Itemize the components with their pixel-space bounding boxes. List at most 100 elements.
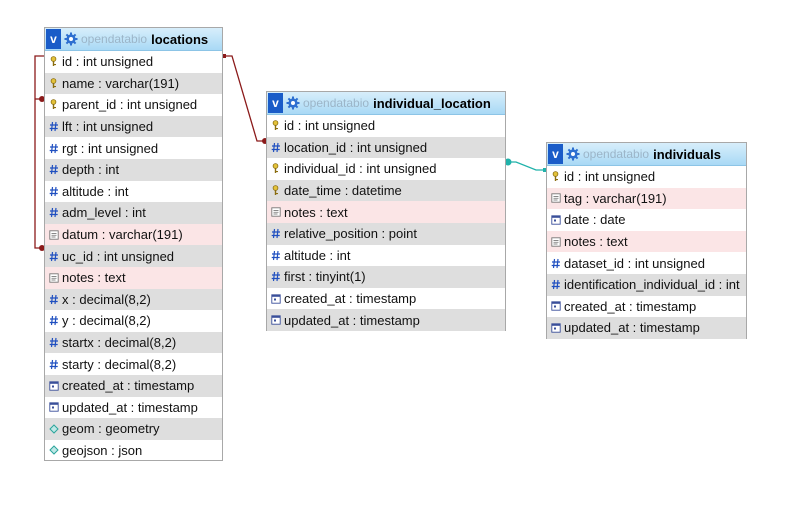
table-column-row[interactable]: tag : varchar(191) <box>547 187 746 210</box>
calendar-icon <box>45 402 62 412</box>
database-name: opendatabio <box>81 32 148 46</box>
database-name: opendatabio <box>583 147 650 161</box>
table-column-row[interactable]: id : int unsigned <box>45 51 222 73</box>
key-icon <box>45 99 62 110</box>
table-column-row[interactable]: identification_individual_id : int <box>547 273 746 296</box>
table-column-row[interactable]: date_time : datetime <box>267 179 505 202</box>
column-label: created_at : timestamp <box>62 378 195 394</box>
column-label: updated_at : timestamp <box>284 312 420 328</box>
table-column-row[interactable]: adm_level : int <box>45 202 222 224</box>
connector-location-id <box>222 55 267 142</box>
column-label: y : decimal(8,2) <box>62 313 151 329</box>
table-column-row[interactable]: datum : varchar(191) <box>45 223 222 246</box>
key-icon <box>267 120 284 131</box>
table-column-row[interactable]: notes : text <box>45 266 222 289</box>
table-column-row[interactable]: id : int unsigned <box>267 115 505 137</box>
collapse-toggle[interactable]: v <box>548 144 563 164</box>
table-column-row[interactable]: geom : geometry <box>45 418 222 440</box>
table-column-row[interactable]: first : tinyint(1) <box>267 266 505 288</box>
column-label: starty : decimal(8,2) <box>62 356 177 372</box>
geometry-icon <box>45 445 62 456</box>
numeric-icon <box>45 337 62 348</box>
column-label: individual_id : int unsigned <box>284 161 437 177</box>
column-label: notes : text <box>62 270 126 286</box>
table-column-row[interactable]: relative_position : point <box>267 222 505 245</box>
column-label: x : decimal(8,2) <box>62 291 151 307</box>
table-title[interactable]: locations <box>151 31 209 47</box>
table-column-row[interactable]: created_at : timestamp <box>267 288 505 310</box>
column-label: notes : text <box>284 204 348 220</box>
column-label: geom : geometry <box>62 421 160 437</box>
table-column-row[interactable]: individual_id : int unsigned <box>267 158 505 180</box>
table-column-row[interactable]: notes : text <box>547 230 746 253</box>
key-icon <box>45 78 62 89</box>
numeric-icon <box>45 359 62 370</box>
key-icon <box>547 171 564 182</box>
collapse-toggle[interactable]: v <box>268 93 283 113</box>
text-icon <box>547 193 564 204</box>
table-column-row[interactable]: geojson : json <box>45 440 222 462</box>
text-icon <box>45 273 62 283</box>
text-icon <box>45 229 62 240</box>
gear-icon <box>566 147 580 161</box>
table-column-row[interactable]: uc_id : int unsigned <box>45 245 222 267</box>
table-title[interactable]: individuals <box>653 146 721 162</box>
numeric-icon <box>45 294 62 305</box>
gear-icon <box>64 32 78 46</box>
gear-icon <box>286 96 300 110</box>
table-column-row[interactable]: altitude : int <box>267 245 505 267</box>
column-label: identification_individual_id : int <box>564 277 740 293</box>
numeric-icon <box>45 207 62 218</box>
column-label: depth : int <box>62 162 120 178</box>
table-column-row[interactable]: id : int unsigned <box>547 166 746 188</box>
table-column-row[interactable]: altitude : int <box>45 181 222 203</box>
table-column-row[interactable]: name : varchar(191) <box>45 72 222 95</box>
column-label: relative_position : point <box>284 226 417 242</box>
column-label: rgt : int unsigned <box>62 140 159 156</box>
table-column-row[interactable]: created_at : timestamp <box>547 296 746 318</box>
table-column-row[interactable]: y : decimal(8,2) <box>45 310 222 332</box>
numeric-icon <box>45 251 62 262</box>
numeric-icon <box>45 315 62 326</box>
table-column-row[interactable]: startx : decimal(8,2) <box>45 331 222 354</box>
key-icon <box>45 56 62 67</box>
column-label: dataset_id : int unsigned <box>564 255 705 271</box>
table-column-row[interactable]: updated_at : timestamp <box>267 309 505 331</box>
column-label: lft : int unsigned <box>62 119 154 135</box>
column-label: date : date <box>564 212 626 228</box>
column-label: location_id : int unsigned <box>284 139 428 155</box>
collapse-toggle[interactable]: v <box>46 29 61 49</box>
table-column-row[interactable]: updated_at : timestamp <box>547 317 746 339</box>
table-column-row[interactable]: date : date <box>547 209 746 231</box>
table-column-row[interactable]: x : decimal(8,2) <box>45 288 222 311</box>
table-title[interactable]: individual_location <box>373 95 491 111</box>
connector-individual-id <box>505 161 547 171</box>
column-label: altitude : int <box>284 247 351 263</box>
column-label: id : int unsigned <box>62 54 154 70</box>
table-column-row[interactable]: depth : int <box>45 158 222 181</box>
table-column-row[interactable]: location_id : int unsigned <box>267 136 505 159</box>
column-label: parent_id : int unsigned <box>62 97 198 113</box>
database-name: opendatabio <box>303 96 370 110</box>
numeric-icon <box>45 186 62 197</box>
column-label: uc_id : int unsigned <box>62 248 175 264</box>
table-column-row[interactable]: created_at : timestamp <box>45 374 222 397</box>
numeric-icon <box>45 164 62 175</box>
table-column-row[interactable]: updated_at : timestamp <box>45 397 222 419</box>
table-column-row[interactable]: parent_id : int unsigned <box>45 94 222 116</box>
table-column-row[interactable]: dataset_id : int unsigned <box>547 252 746 274</box>
numeric-icon <box>267 142 284 153</box>
table-column-row[interactable]: notes : text <box>267 201 505 223</box>
calendar-icon <box>547 215 564 225</box>
column-label: first : tinyint(1) <box>284 269 366 285</box>
table-column-row[interactable]: rgt : int unsigned <box>45 137 222 159</box>
table-column-row[interactable]: lft : int unsigned <box>45 115 222 138</box>
table-column-row[interactable]: starty : decimal(8,2) <box>45 353 222 375</box>
numeric-icon <box>547 279 564 290</box>
